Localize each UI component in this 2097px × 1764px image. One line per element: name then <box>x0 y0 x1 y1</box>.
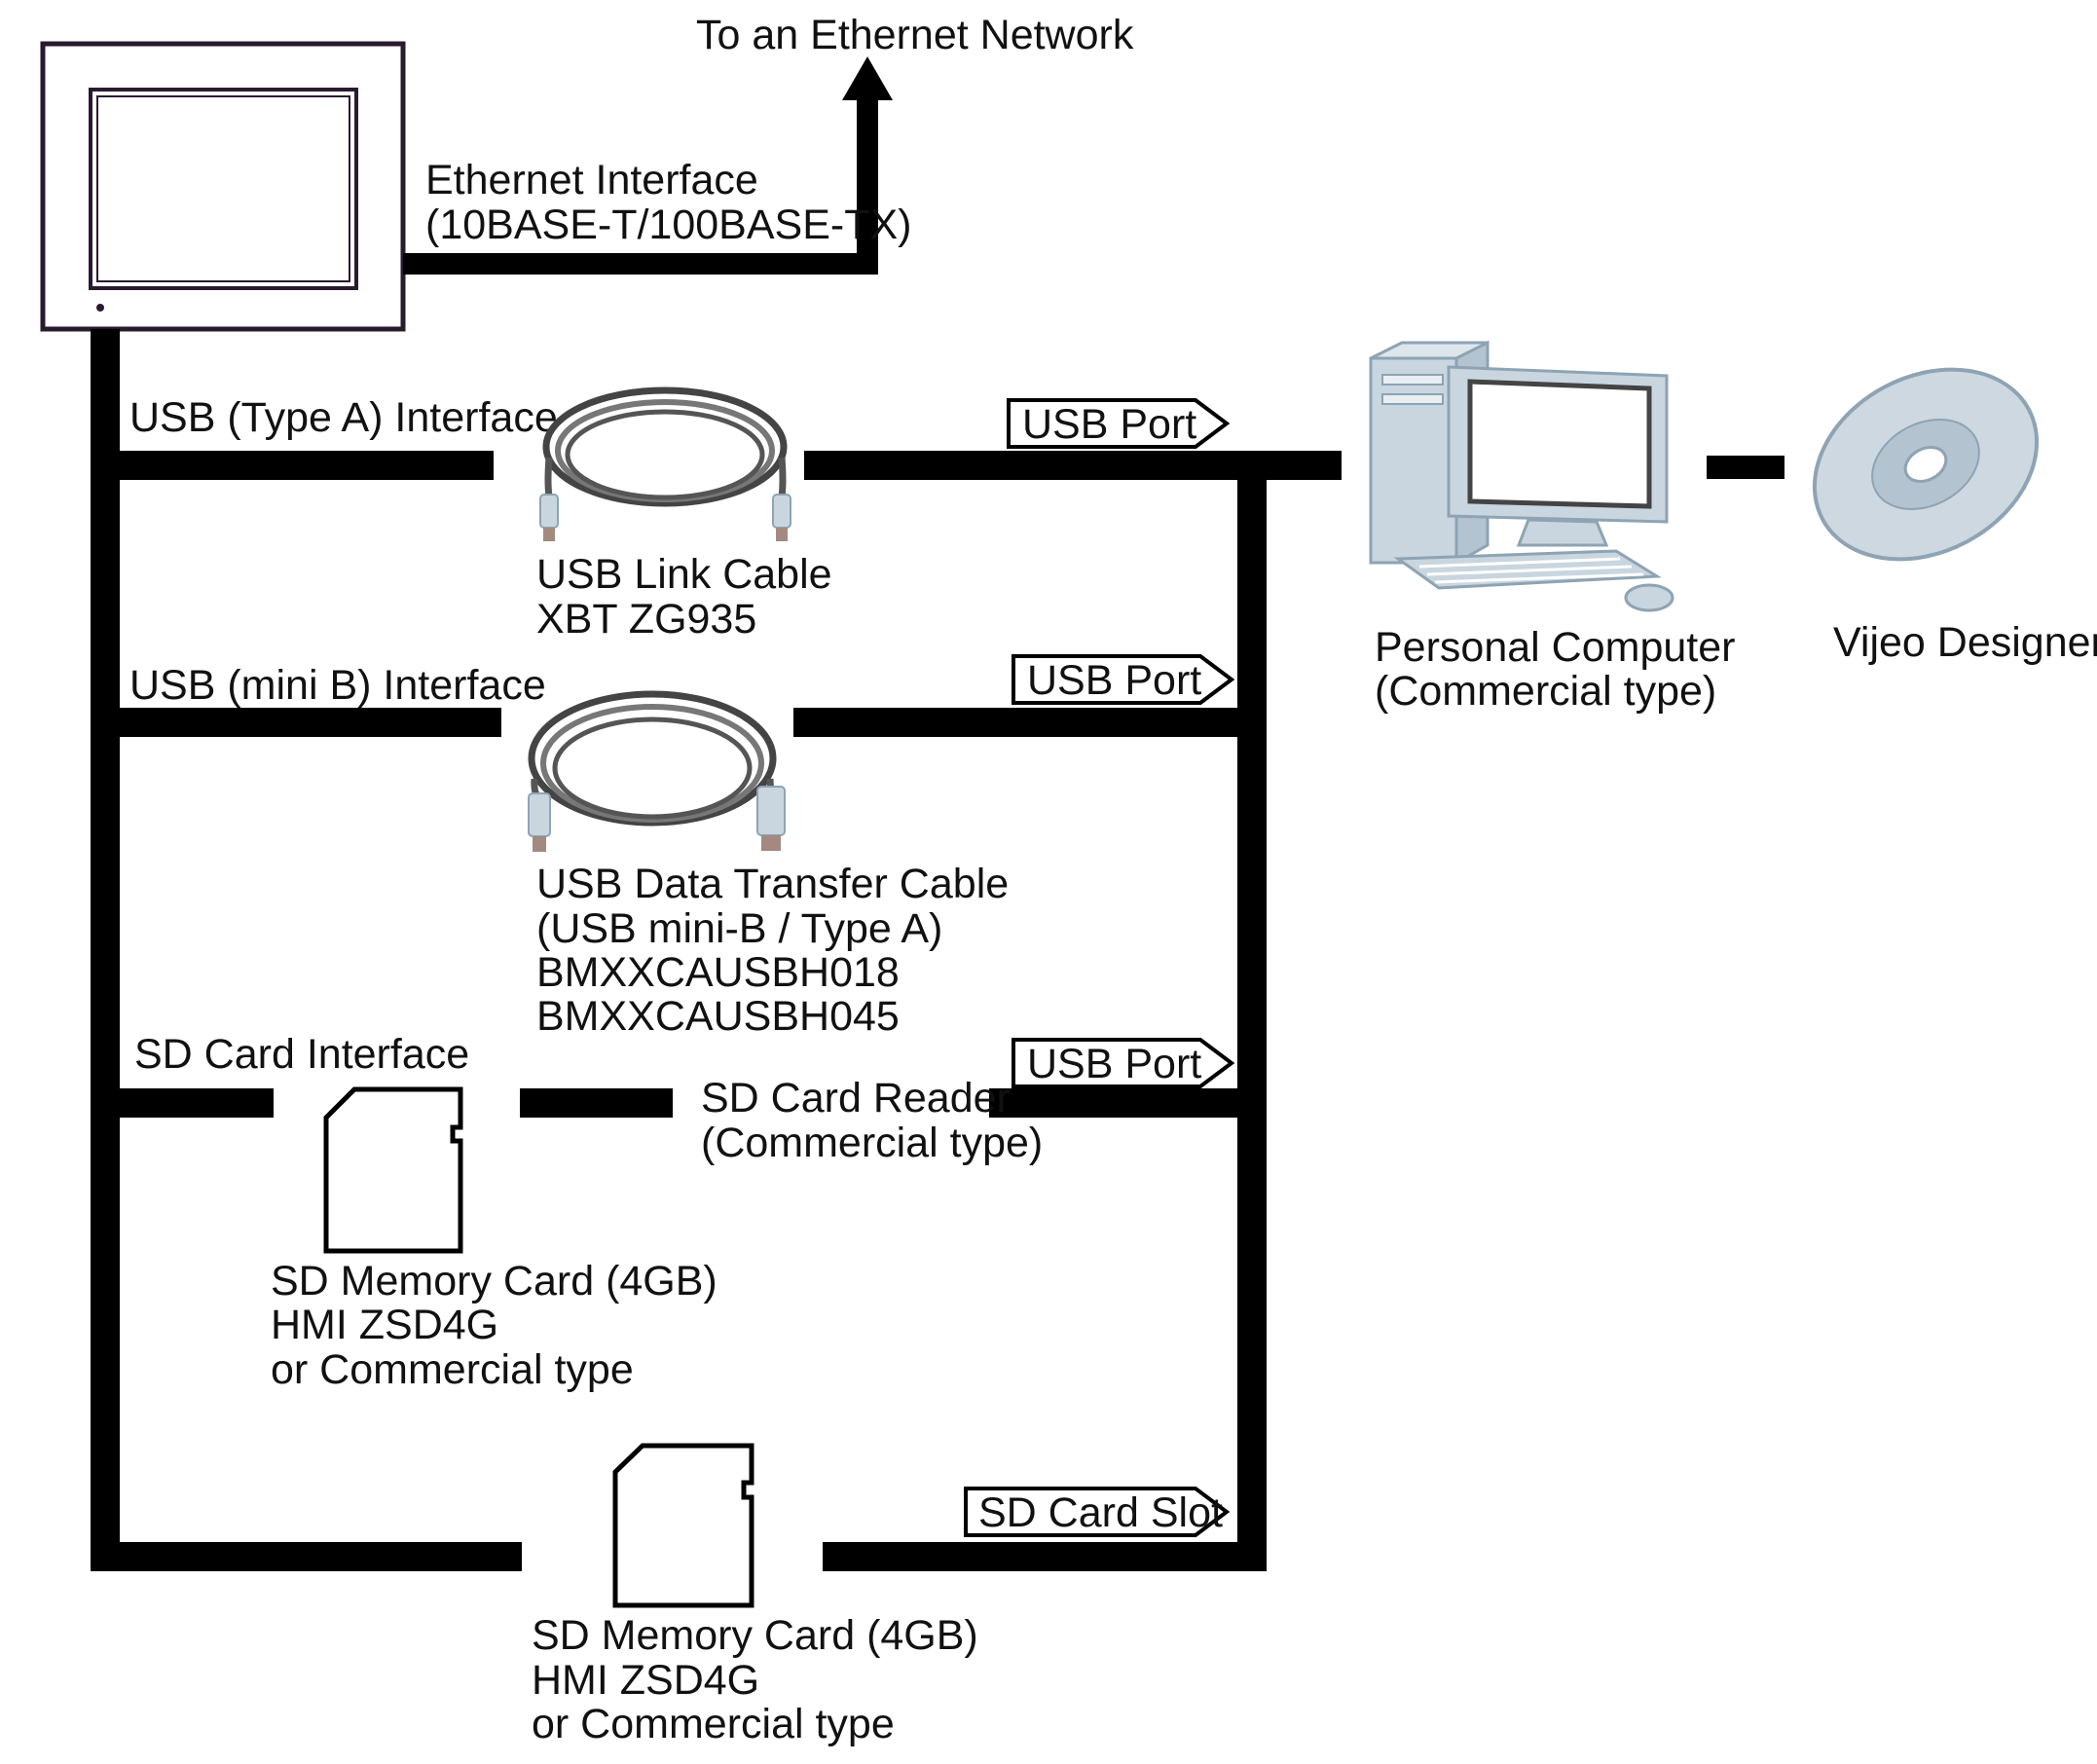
usb-link-cable-label: USB Link Cable <box>536 551 832 598</box>
usb-mini-b-interface-label: USB (mini B) Interface <box>129 662 546 709</box>
hmi-main-bus <box>91 329 120 1570</box>
usb-port-tag-3-text: USB Port <box>1027 1041 1201 1087</box>
usb-data-transfer-cable-icon <box>528 690 786 852</box>
usb-link-cable-icon <box>539 386 791 541</box>
sd-card-slot-tag-text: SD Card Slot <box>978 1489 1223 1536</box>
vijeo-designer-label: Vijeo Designer <box>1833 619 2097 666</box>
personal-computer-icon <box>1369 340 1674 612</box>
usb-mini-b-line-right <box>793 708 1267 737</box>
ethernet-interface-label: Ethernet Interface <box>425 157 758 203</box>
pc-collector-bus <box>1237 462 1267 1570</box>
usb-data-transfer-cable-model-2: BMXXCAUSBH045 <box>536 993 900 1040</box>
ethernet-connection-line <box>403 56 893 275</box>
sd-card-slot-tag: SD Card Slot <box>964 1487 1231 1537</box>
sd-slot-line-left <box>91 1542 522 1571</box>
usb-port-tag-2: USB Port <box>1012 654 1235 705</box>
sd-memory-card-slot-alt: or Commercial type <box>532 1701 895 1747</box>
usb-port-tag-2-text: USB Port <box>1027 657 1201 704</box>
usb-type-a-line-left <box>91 451 494 480</box>
sd-slot-line-right <box>823 1542 1267 1571</box>
sd-card-icon <box>612 1443 754 1608</box>
usb-port-tag-1-text: USB Port <box>1022 401 1196 448</box>
sd-card-reader-label: SD Card Reader <box>701 1075 1011 1121</box>
sd-memory-card-slot-model: HMI ZSD4G <box>532 1657 759 1704</box>
sd-interface-line-left <box>91 1088 274 1118</box>
software-disc-icon <box>1812 367 2040 562</box>
sd-card-interface-label: SD Card Interface <box>134 1031 469 1078</box>
pc-to-software-line <box>1707 456 1784 479</box>
sd-memory-card-label: SD Memory Card (4GB) <box>271 1258 717 1305</box>
sd-memory-card-slot-label: SD Memory Card (4GB) <box>532 1612 978 1659</box>
sd-card-icon <box>323 1086 463 1254</box>
usb-type-a-line-right <box>804 451 1342 480</box>
sd-card-to-reader-line <box>520 1088 673 1118</box>
ethernet-network-label: To an Ethernet Network <box>696 12 1134 58</box>
usb-port-tag-3: USB Port <box>1012 1038 1235 1088</box>
personal-computer-label: Personal Computer <box>1375 624 1735 671</box>
sd-card-reader-type: (Commercial type) <box>701 1120 1043 1166</box>
usb-mini-b-line-left <box>91 708 501 737</box>
usb-data-transfer-cable-model-1: BMXXCAUSBH018 <box>536 949 900 996</box>
personal-computer-type: (Commercial type) <box>1375 668 1716 715</box>
usb-data-transfer-cable-label: USB Data Transfer Cable <box>536 861 1009 907</box>
usb-type-a-interface-label: USB (Type A) Interface <box>129 394 558 441</box>
sd-reader-line-right <box>989 1088 1267 1118</box>
sd-memory-card-model: HMI ZSD4G <box>271 1302 498 1348</box>
usb-link-cable-model: XBT ZG935 <box>536 596 756 643</box>
usb-data-transfer-cable-type: (USB mini-B / Type A) <box>536 905 942 952</box>
ethernet-interface-spec: (10BASE-T/100BASE-TX) <box>425 202 911 248</box>
hmi-display-icon <box>40 41 406 332</box>
sd-memory-card-alt: or Commercial type <box>271 1346 634 1393</box>
usb-port-tag-1: USB Port <box>1007 398 1231 449</box>
